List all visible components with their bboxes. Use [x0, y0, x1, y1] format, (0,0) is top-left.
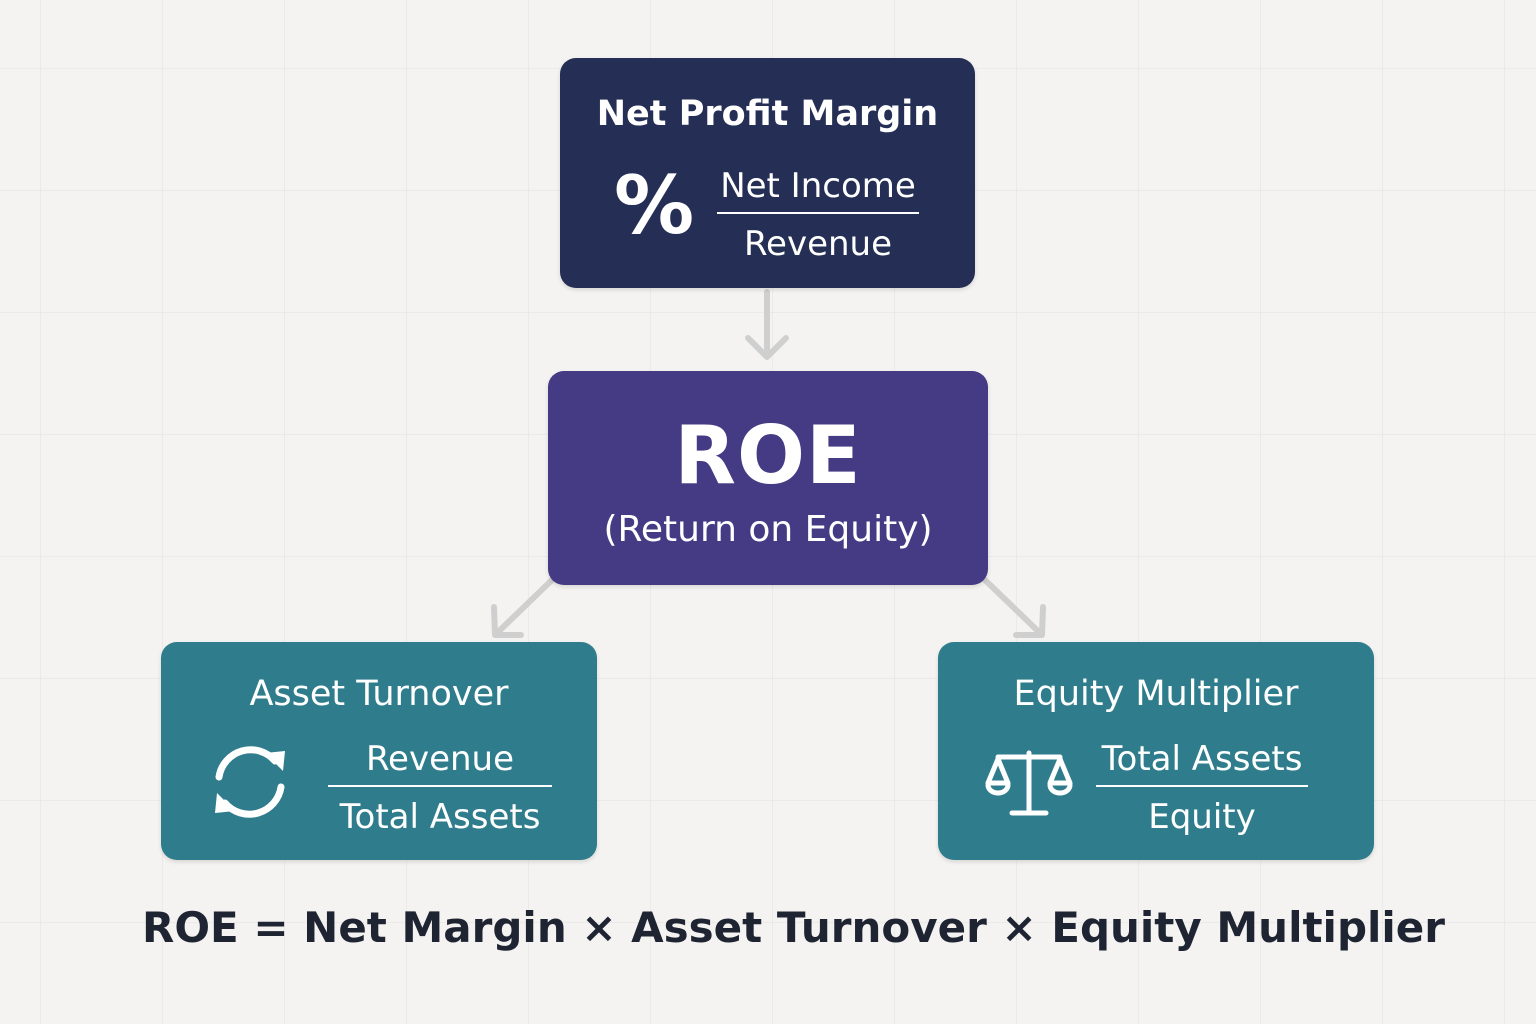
- roe-subtitle: (Return on Equity): [603, 509, 933, 550]
- fraction-bar: [328, 785, 552, 787]
- asset-turnover-numerator: Revenue: [365, 739, 515, 779]
- asset-turnover-box: Asset Turnover Revenue Total Assets: [161, 642, 597, 860]
- asset-turnover-title: Asset Turnover: [249, 674, 509, 714]
- equity-multiplier-box: Equity Multiplier Total Assets Equity: [938, 642, 1374, 860]
- net-profit-margin-numerator: Net Income: [720, 166, 916, 206]
- roe-title: ROE: [674, 409, 862, 502]
- net-profit-margin-denominator: Revenue: [743, 224, 893, 264]
- equity-multiplier-fraction: Total Assets Equity: [1096, 739, 1308, 837]
- equity-multiplier-denominator: Equity: [1148, 797, 1256, 837]
- arrow-npm-to-roe: [745, 289, 789, 360]
- asset-turnover-fraction: Revenue Total Assets: [328, 739, 552, 837]
- roe-box: ROE (Return on Equity): [548, 371, 988, 585]
- asset-turnover-denominator: Total Assets: [339, 797, 541, 837]
- net-profit-margin-title: Net Profit Margin: [596, 94, 939, 134]
- percent-icon: %: [614, 159, 695, 252]
- arrow-roe-to-asset-turnover: [491, 577, 555, 638]
- fraction-bar: [717, 212, 919, 214]
- balance-scale-icon: [985, 750, 1073, 816]
- equity-multiplier-numerator: Total Assets: [1101, 739, 1303, 779]
- equity-multiplier-title: Equity Multiplier: [1013, 674, 1299, 714]
- refresh-cycle-icon: [215, 746, 285, 818]
- net-profit-margin-fraction: Net Income Revenue: [717, 166, 919, 264]
- fraction-bar: [1096, 785, 1308, 787]
- net-profit-margin-box: Net Profit Margin % Net Income Revenue: [560, 58, 975, 288]
- roe-formula: ROE = Net Margin × Asset Turnover × Equi…: [142, 903, 1446, 952]
- arrow-roe-to-equity-multiplier: [982, 577, 1046, 638]
